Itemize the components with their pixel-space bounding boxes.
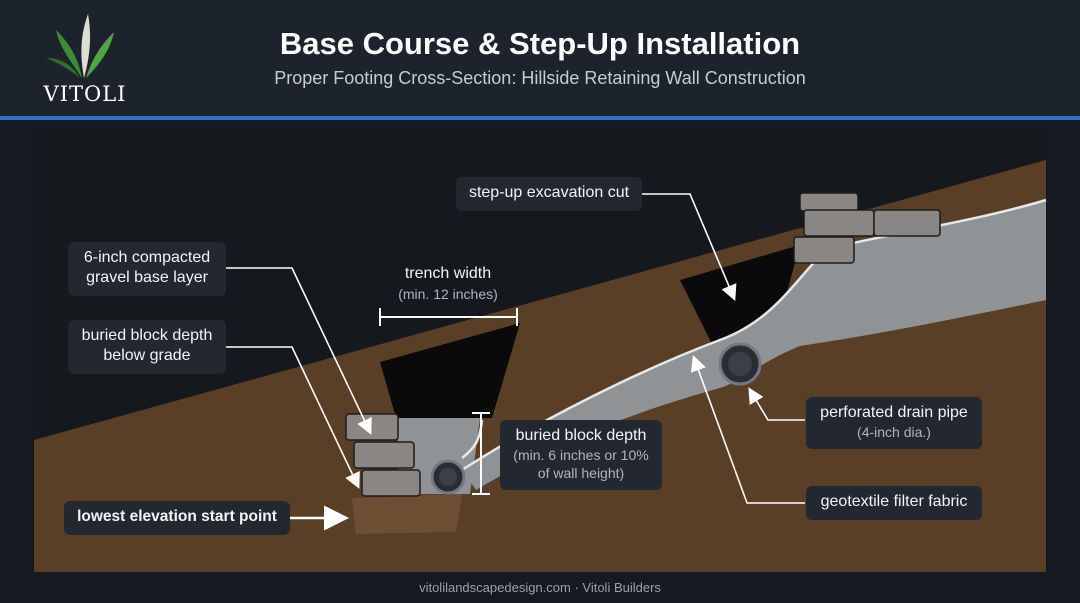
callout-drain-pipe: perforated drain pipe (4-inch dia.)	[806, 397, 982, 449]
header-accent-rule	[0, 116, 1080, 120]
gravel-drainage-band	[462, 200, 1046, 490]
lower-excavation-cut	[380, 323, 520, 418]
geotextile-leader	[690, 354, 805, 504]
wall-block	[353, 441, 415, 469]
wall-block	[361, 469, 421, 497]
step-up-leader	[642, 193, 737, 301]
brand-logo[interactable]: VITOLI	[30, 8, 140, 108]
gravel-base-leader	[226, 267, 372, 435]
drain-pipe-leader	[748, 387, 805, 421]
page-subtitle: Proper Footing Cross-Section: Hillside R…	[274, 68, 806, 88]
callout-buried-depth-right: buried block depth (min. 6 inches or 10%…	[500, 420, 662, 490]
wall-block	[345, 413, 399, 441]
page-title: Base Course & Step-Up Installation	[279, 26, 801, 61]
callout-buried-depth-left: buried block depth below grade	[68, 320, 226, 374]
compacted-base-pad	[352, 494, 462, 534]
header-bar: VITOLI Base Course & Step-Up Installatio…	[0, 0, 1080, 116]
label-trench-width: trench width (min. 12 inches)	[398, 265, 498, 302]
callout-step-up: step-up excavation cut	[456, 177, 642, 211]
callout-geotextile: geotextile filter fabric	[806, 486, 982, 520]
callout-gravel-base: 6-inch compacted gravel base layer	[68, 242, 226, 296]
wall-block	[799, 192, 859, 212]
footer-credit: vitolilandscapedesign.com · Vitoli Build…	[419, 580, 661, 595]
wall-block	[803, 209, 875, 237]
wall-block	[873, 209, 941, 237]
brand-name: VITOLI	[43, 82, 127, 106]
callout-lowest-start: lowest elevation start point	[64, 501, 290, 535]
leaf-logo-icon	[46, 14, 114, 78]
buried-depth-leader	[226, 346, 360, 489]
wall-block	[793, 236, 855, 264]
